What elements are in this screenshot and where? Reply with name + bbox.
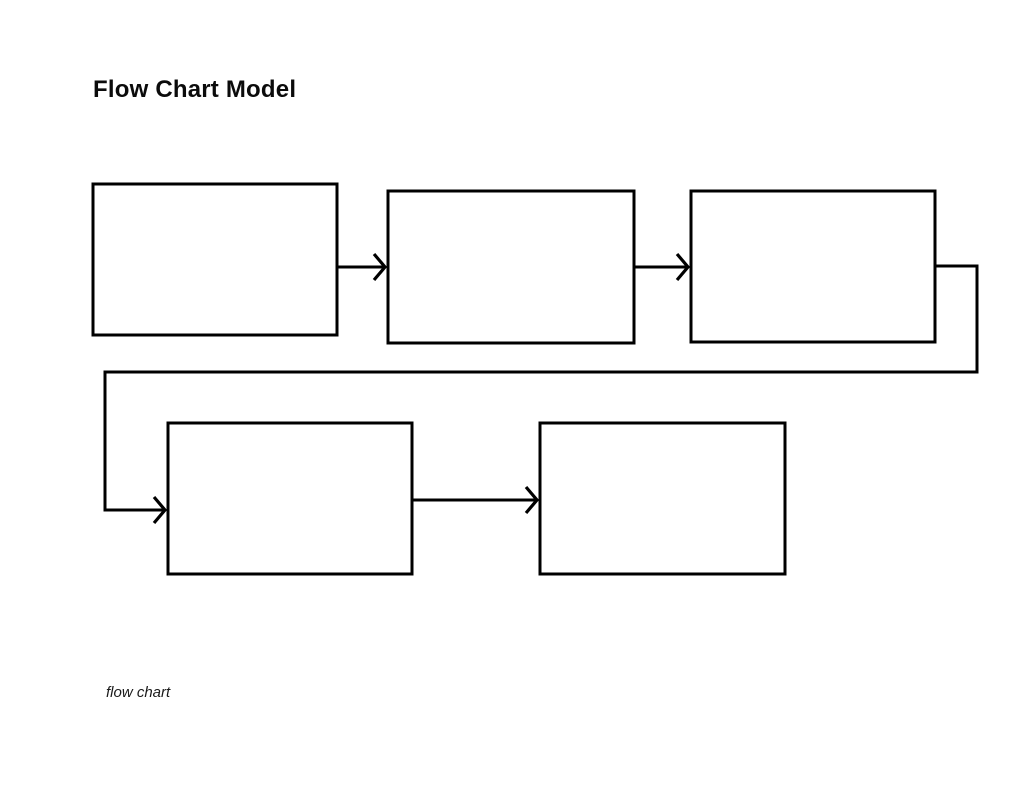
flow-box-5 — [538, 421, 787, 576]
flow-box-1 — [91, 182, 339, 337]
flow-box-4 — [166, 421, 414, 576]
flowchart-edges — [103, 252, 979, 525]
page-title: Flow Chart Model — [93, 76, 297, 103]
flow-box-2 — [386, 189, 636, 345]
flow-box-3 — [689, 189, 937, 344]
arrow-box3-to-box4-wraparound — [103, 264, 979, 525]
caption-label: flow chart — [106, 684, 171, 701]
flowchart-nodes — [91, 182, 937, 576]
